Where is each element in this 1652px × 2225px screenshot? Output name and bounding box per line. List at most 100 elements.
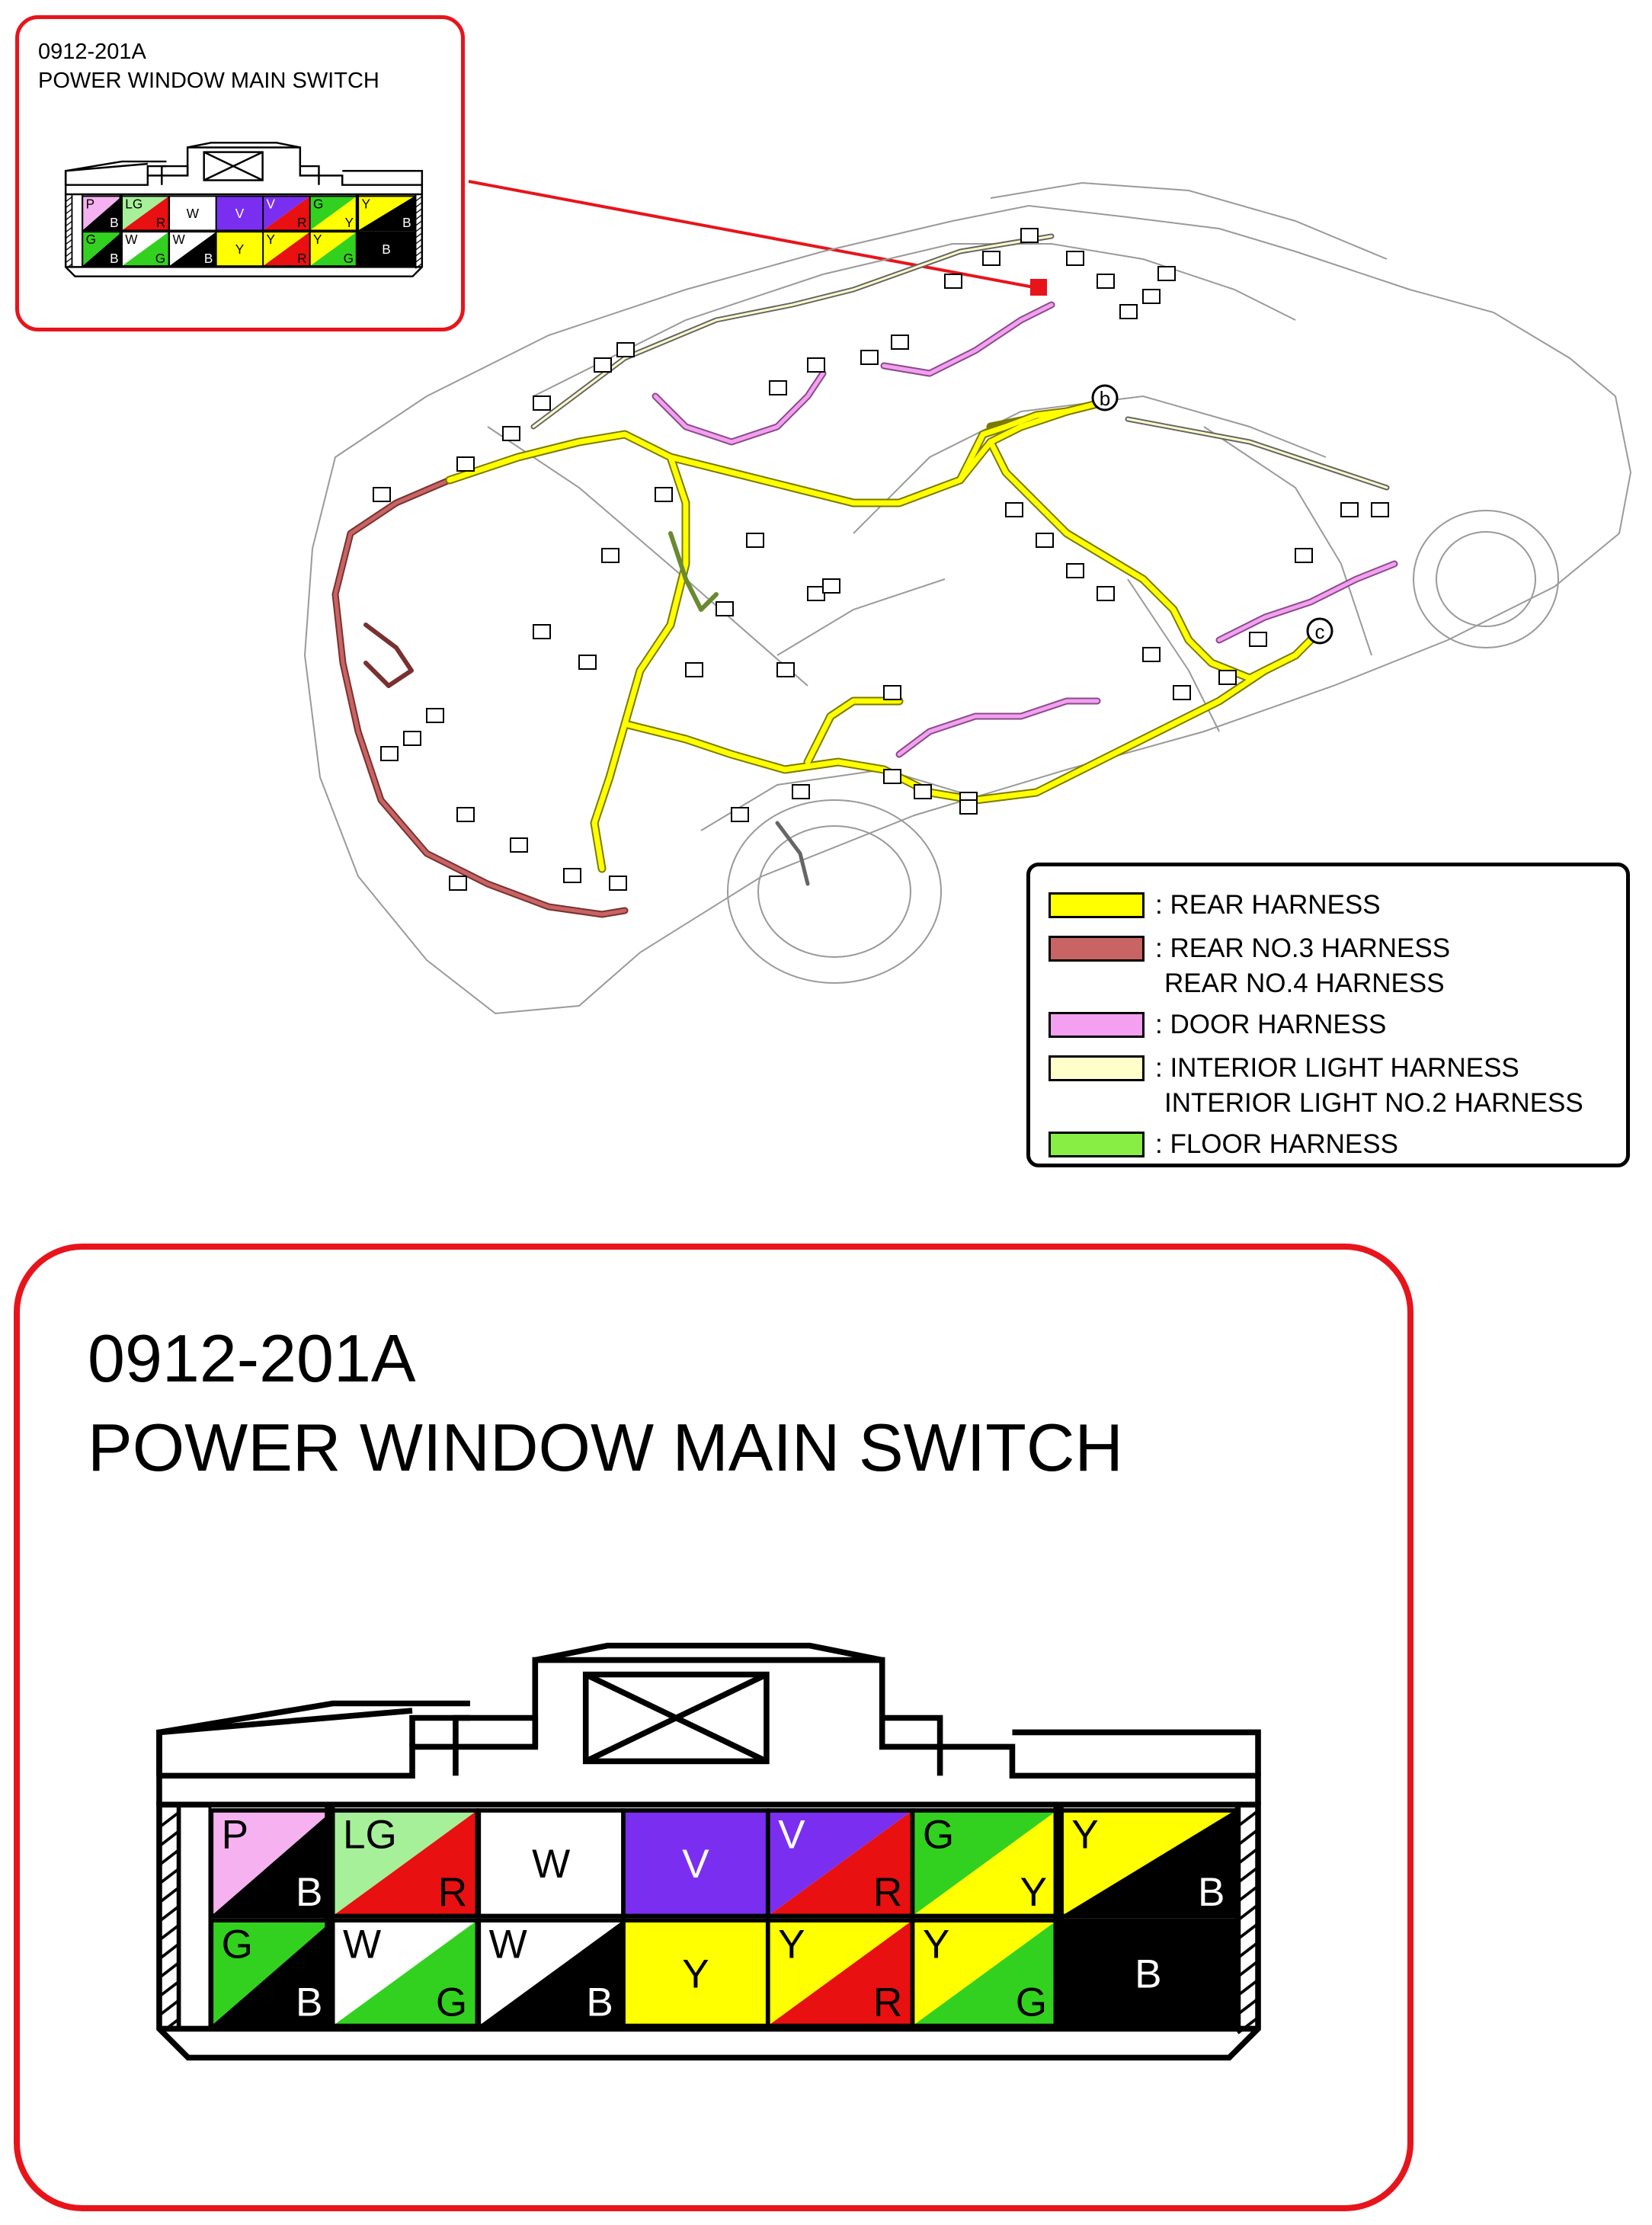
hatch-line bbox=[66, 226, 73, 232]
pin-color-top: V bbox=[778, 1812, 805, 1857]
connector-pin: WG bbox=[330, 1918, 480, 2028]
hatch-line bbox=[415, 208, 422, 214]
locking-tab bbox=[582, 1671, 770, 1765]
connector-pin: WB bbox=[476, 1918, 626, 2028]
pin-fill-primary bbox=[1061, 1810, 1235, 1916]
rear-harness-wire bbox=[445, 399, 1330, 873]
connector-pin: WB bbox=[168, 231, 217, 267]
pin-color-bottom: G bbox=[344, 251, 354, 266]
rear-no3-harness-wire bbox=[331, 476, 629, 918]
hatch-line bbox=[1237, 1829, 1258, 1846]
pin-color-top: W bbox=[489, 1922, 527, 1967]
legend-swatch bbox=[1049, 1132, 1145, 1157]
pin-color-top: W bbox=[172, 232, 185, 247]
housing-outline bbox=[342, 170, 424, 185]
legend-label: : REAR HARNESS bbox=[1155, 890, 1381, 920]
pin-color-top: V bbox=[682, 1842, 709, 1887]
spacer bbox=[178, 1804, 212, 2029]
hatch-line bbox=[159, 2017, 181, 2035]
pin-color-top: W bbox=[343, 1922, 381, 1967]
floor-harness-wire bbox=[668, 531, 719, 612]
pin-fill-primary bbox=[332, 1920, 478, 2026]
pin-color-top: LG bbox=[125, 196, 142, 211]
pin-color-top: Y bbox=[778, 1922, 805, 1967]
pin-color-top: W bbox=[532, 1842, 570, 1887]
connector-pin: YB bbox=[1059, 1808, 1237, 1919]
pin-color-top: G bbox=[313, 196, 323, 211]
hatch-line bbox=[1237, 1942, 1258, 1959]
pin-color-bottom: B bbox=[110, 251, 119, 266]
hatch-line bbox=[1237, 1904, 1258, 1922]
legend-label: REAR NO.4 HARNESS bbox=[1164, 968, 1445, 998]
housing-outline bbox=[187, 142, 301, 149]
connector-pin: GB bbox=[209, 1918, 335, 2028]
locking-tab-cross bbox=[203, 151, 264, 181]
connector-location-marker bbox=[1030, 279, 1047, 296]
pin-color-bottom: G bbox=[1016, 1980, 1047, 2025]
pin-color-bottom: R bbox=[297, 215, 306, 230]
pin-color-top: Y bbox=[1071, 1812, 1098, 1857]
marker-c-label: c bbox=[1315, 620, 1325, 643]
hatch-line bbox=[415, 251, 422, 257]
connector-pin: Y bbox=[215, 231, 264, 267]
hatch-line bbox=[415, 226, 422, 232]
hatch-line bbox=[159, 1829, 181, 1846]
housing-line bbox=[409, 1714, 470, 1747]
pin-fill-primary bbox=[211, 1810, 333, 1916]
pin-color-bottom: G bbox=[155, 251, 165, 266]
connector-pin: Y bbox=[621, 1918, 770, 2028]
hatch-line bbox=[159, 1848, 181, 1865]
connector-pin: PB bbox=[82, 195, 123, 232]
hatch-line bbox=[415, 220, 422, 226]
harness-wiring bbox=[331, 233, 1398, 918]
pin-color-top: Y bbox=[313, 232, 322, 247]
harness-connectors bbox=[373, 228, 1389, 891]
hatch-line bbox=[66, 196, 73, 202]
hatch-line bbox=[415, 239, 422, 245]
marker-b: b bbox=[1091, 384, 1119, 411]
legend-label: : DOOR HARNESS bbox=[1155, 1010, 1387, 1039]
hatch-line bbox=[66, 263, 73, 269]
hatch-line bbox=[159, 1904, 181, 1922]
hatch-line bbox=[415, 232, 422, 239]
housing-outline bbox=[299, 165, 320, 185]
pin-color-bottom: Y bbox=[344, 215, 354, 230]
legend-swatch bbox=[1049, 892, 1145, 918]
callout-leader-line bbox=[468, 180, 1039, 290]
pin-fill-primary bbox=[332, 1810, 478, 1916]
legend-label: INTERIOR LIGHT NO.2 HARNESS bbox=[1164, 1088, 1583, 1118]
pin-color-top: Y bbox=[235, 242, 245, 257]
pin-fill-primary bbox=[912, 1920, 1058, 2026]
hatch-line bbox=[66, 208, 73, 214]
hatch-line bbox=[159, 1980, 181, 1997]
connector-pin: VR bbox=[765, 1808, 915, 1919]
pin-fill-primary bbox=[767, 1920, 913, 2026]
hatch-line bbox=[1237, 1810, 1258, 1828]
legend-swatch bbox=[1049, 1012, 1145, 1038]
pin-color-top: W bbox=[187, 206, 200, 221]
pin-color-top: P bbox=[222, 1812, 248, 1857]
pin-fill-primary bbox=[211, 1920, 333, 2026]
locking-tab-cross bbox=[584, 1672, 768, 1764]
vehicle-harness-illustration: b c bbox=[303, 180, 1632, 1015]
pin-fill bbox=[623, 1810, 768, 1916]
pin-color-bottom: B bbox=[296, 1870, 322, 1915]
hatch-line bbox=[66, 239, 73, 245]
inset-connector-code: 0912-201A bbox=[38, 40, 146, 64]
connector-code: 0912-201A bbox=[88, 1321, 416, 1396]
hatch-line bbox=[159, 1923, 181, 1941]
hatch-line bbox=[1237, 1998, 1258, 2015]
hatch-line bbox=[66, 220, 73, 226]
pin-fill bbox=[479, 1810, 624, 1916]
pin-fill bbox=[358, 232, 415, 267]
pin-fill-stripe bbox=[211, 1810, 333, 1916]
pin-color-top: B bbox=[382, 242, 391, 257]
connector-pin: YR bbox=[765, 1918, 915, 2028]
connector-pin: V bbox=[621, 1808, 770, 1919]
housing-outline bbox=[156, 1700, 470, 1776]
pin-color-top: Y bbox=[682, 1951, 709, 1996]
inset-callout-frame bbox=[15, 15, 465, 331]
locking-tab bbox=[203, 151, 264, 181]
pin-fill bbox=[169, 196, 216, 231]
